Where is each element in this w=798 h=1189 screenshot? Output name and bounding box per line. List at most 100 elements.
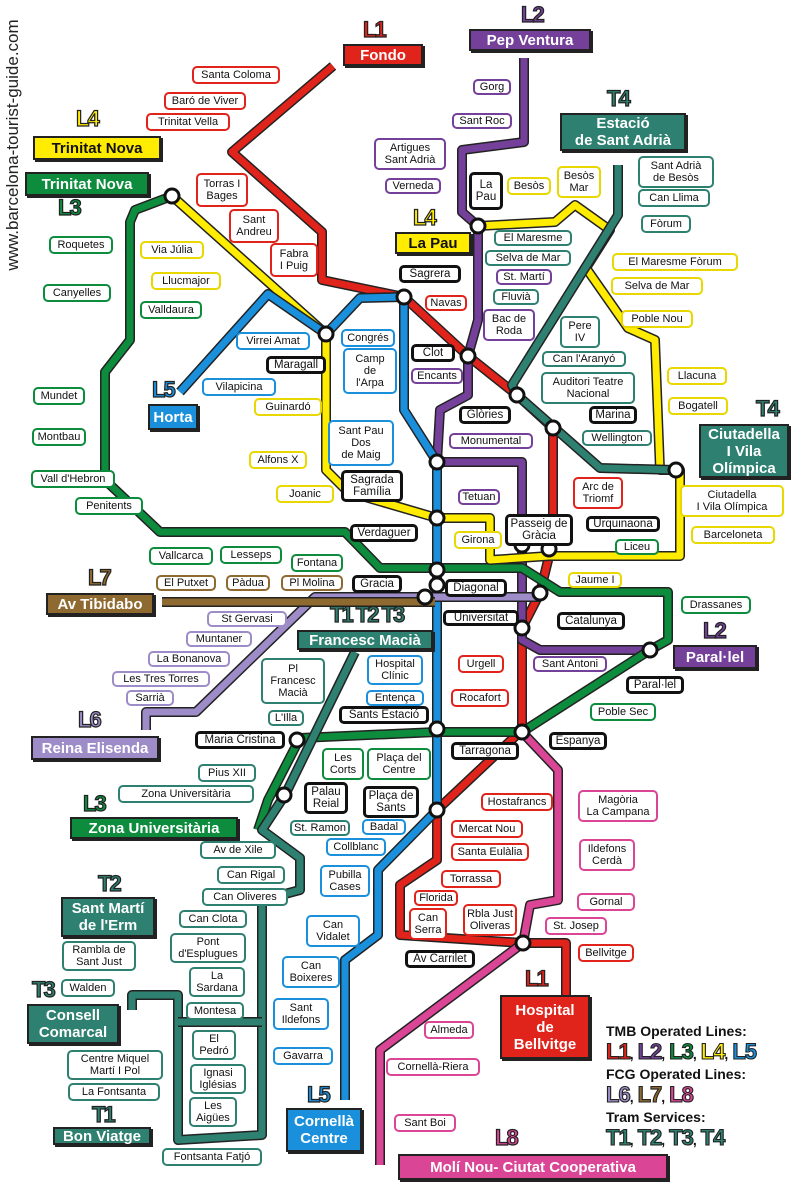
station-label[interactable]: Selva de Mar [611,277,703,295]
station-label[interactable]: Av de Xile [200,841,276,859]
station-label[interactable]: Urquinaona [586,516,660,532]
station-label[interactable]: Sant Andreu [229,209,279,243]
station-label[interactable]: El Maresme [494,230,572,246]
station-label[interactable]: Fontana [291,554,343,572]
terminal-station[interactable]: Sant Martí de l'Erm [61,897,155,937]
station-label[interactable]: Pàdua [226,575,270,591]
station-label[interactable]: El Pedró [192,1030,236,1060]
station-label[interactable]: Navas [425,295,467,311]
station-label[interactable]: Selva de Mar [485,250,571,266]
station-label[interactable]: Santa Eulàlia [451,843,529,861]
station-label[interactable]: El Maresme Fòrum [612,253,738,271]
terminal-station[interactable]: Trinitat Nova [25,172,149,196]
station-label[interactable]: Sant Ildefons [273,998,329,1030]
station-label[interactable]: Sagrera [399,265,461,283]
station-label[interactable]: Llacuna [667,367,727,385]
station-label[interactable]: Sant Adrià de Besòs [638,156,714,188]
station-label[interactable]: Roquetes [49,236,113,254]
terminal-station[interactable]: Bon Viatge [53,1127,151,1145]
station-label[interactable]: Fluvià [493,289,539,305]
station-label[interactable]: Baró de Viver [164,92,246,110]
station-label[interactable]: Almeda [424,1021,474,1039]
station-label[interactable]: Sarrià [126,690,174,706]
station-label[interactable]: Ciutadella I Vila Olímpica [680,485,784,517]
station-label[interactable]: La Pau [469,172,503,210]
station-label[interactable]: Zona Universitària [118,785,254,803]
station-label[interactable]: Besòs Mar [557,166,601,198]
station-label[interactable]: Fabra I Puig [270,243,318,277]
station-label[interactable]: Sant Pau Dos de Maig [328,420,394,466]
station-label[interactable]: Fòrum [641,215,691,233]
station-label[interactable]: Hospital Clínic [367,655,423,685]
station-label[interactable]: Guinardó [254,398,322,416]
station-label[interactable]: Plaça del Centre [367,748,431,780]
station-label[interactable]: Alfons X [249,451,307,469]
station-label[interactable]: Drassanes [681,596,751,614]
station-label[interactable]: Congrés [341,329,395,347]
terminal-station[interactable]: Av Tibidabo [46,593,154,615]
terminal-station[interactable]: Pep Ventura [469,29,591,51]
station-label[interactable]: Verdaguer [350,524,418,542]
station-label[interactable]: Bac de Roda [483,309,535,341]
station-label[interactable]: L'Illa [268,710,304,726]
station-label[interactable]: Universitat [443,610,519,626]
station-label[interactable]: Tarragona [451,742,519,760]
station-label[interactable]: Wellington [582,430,652,446]
station-label[interactable]: Av Carrilet [405,950,475,968]
station-label[interactable]: Can Serra [409,908,447,940]
station-label[interactable]: Gorg [473,79,511,95]
terminal-station[interactable]: Fondo [343,44,423,66]
terminal-station[interactable]: Trinitat Nova [33,136,161,160]
station-label[interactable]: Sants Estació [339,706,429,724]
station-label[interactable]: Pubilla Cases [320,865,370,897]
station-label[interactable]: Gavarra [273,1047,333,1065]
station-label[interactable]: Can l'Aranyó [542,351,626,367]
station-label[interactable]: Vallcarca [149,547,213,565]
station-label[interactable]: Magòria La Campana [578,790,658,822]
station-label[interactable]: Vall d'Hebron [31,470,115,488]
station-label[interactable]: Bellvitge [578,944,634,962]
station-label[interactable]: Clot [411,344,455,362]
station-label[interactable]: Sagrada Família [341,470,403,502]
terminal-station[interactable]: Molí Nou- Ciutat Cooperativa [398,1154,668,1180]
station-label[interactable]: Monumental [449,433,533,449]
station-label[interactable]: Centre Miquel Martí I Pol [67,1050,163,1080]
station-label[interactable]: Can Oliveres [202,888,288,906]
station-label[interactable]: Vilapicina [202,378,276,396]
station-label[interactable]: Badal [362,819,406,835]
station-label[interactable]: Canyelles [43,284,111,302]
station-label[interactable]: Glòries [459,406,511,424]
station-label[interactable]: Pere IV [560,316,600,348]
station-label[interactable]: Gracia [352,575,402,593]
station-label[interactable]: Pius XII [198,764,256,782]
station-label[interactable]: Paral·lel [626,676,684,694]
station-label[interactable]: Arc de Triomf [573,477,623,509]
station-label[interactable]: Torras I Bages [196,173,248,207]
station-label[interactable]: Hostafrancs [481,793,553,811]
station-label[interactable]: Tetuan [458,489,500,505]
station-label[interactable]: Pont d'Esplugues [170,933,246,963]
station-label[interactable]: Montesa [186,1002,244,1020]
terminal-station[interactable]: Ciutadella I Vila Olímpica [699,424,789,478]
station-label[interactable]: Jaume I [568,572,622,588]
station-label[interactable]: Virrei Amat [236,332,310,350]
station-label[interactable]: Bogatell [668,397,728,415]
station-label[interactable]: Can Boixeres [282,956,340,988]
station-label[interactable]: St. Ramon [290,820,350,836]
station-label[interactable]: Girona [454,531,502,549]
station-label[interactable]: St. Martí [496,269,552,285]
station-label[interactable]: Rocafort [451,689,509,707]
station-label[interactable]: La Bonanova [148,651,230,667]
terminal-station[interactable]: Estació de Sant Adrià [560,113,686,151]
station-label[interactable]: Via Júlia [140,241,204,259]
station-label[interactable]: El Putxet [156,575,216,591]
station-label[interactable]: Encants [411,368,463,384]
station-label[interactable]: Torrassa [441,870,501,888]
terminal-station[interactable]: Consell Comarcal [27,1004,119,1044]
station-label[interactable]: Florida [414,890,458,906]
terminal-station[interactable]: Horta [148,404,198,430]
station-label[interactable]: Entença [366,690,424,706]
station-label[interactable]: Can Rigal [217,866,285,884]
terminal-station[interactable]: Cornellà Centre [286,1108,362,1152]
station-label[interactable]: St. Josep [545,917,607,935]
